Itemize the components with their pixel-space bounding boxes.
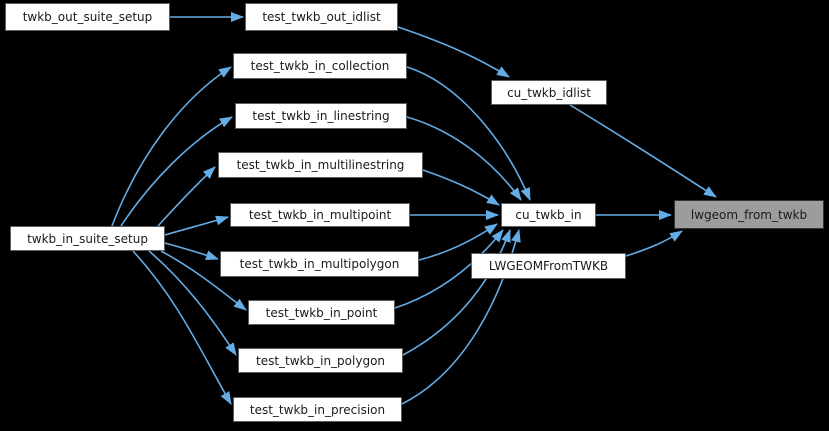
- edge-twkb_in_suite_setup-test_twkb_in_precision: [132, 250, 232, 405]
- node-test_twkb_in_precision[interactable]: test_twkb_in_precision: [233, 397, 402, 422]
- node-test_twkb_in_linestring[interactable]: test_twkb_in_linestring: [235, 103, 407, 129]
- edge-test_twkb_in_point-cu_twkb_in: [394, 229, 504, 309]
- node-test_twkb_out_idlist[interactable]: test_twkb_out_idlist: [245, 3, 398, 31]
- node-test_twkb_in_collection[interactable]: test_twkb_in_collection: [233, 53, 407, 79]
- edge-test_twkb_in_multilinestring-cu_twkb_in: [422, 169, 500, 206]
- edge-cu_twkb_idlist-lwgeom_from_twkb: [569, 104, 717, 198]
- edge-test_twkb_in_multipolygon-cu_twkb_in: [418, 223, 498, 261]
- edge-test_twkb_in_collection-cu_twkb_in: [406, 66, 531, 201]
- node-twkb_in_suite_setup[interactable]: twkb_in_suite_setup: [10, 226, 165, 251]
- edge-twkb_in_suite_setup-test_twkb_in_linestring: [120, 116, 233, 227]
- edge-twkb_in_suite_setup-test_twkb_in_multipolygon: [164, 242, 219, 260]
- node-twkb_out_suite_setup[interactable]: twkb_out_suite_setup: [5, 3, 170, 31]
- node-lwgeom_from_twkb[interactable]: lwgeom_from_twkb: [674, 200, 824, 229]
- node-cu_twkb_idlist[interactable]: cu_twkb_idlist: [491, 80, 607, 105]
- node-test_twkb_in_multipoint[interactable]: test_twkb_in_multipoint: [230, 203, 410, 227]
- edge-test_twkb_in_polygon-cu_twkb_in: [402, 229, 511, 356]
- edge-twkb_in_suite_setup-test_twkb_in_multipoint: [164, 215, 229, 236]
- edge-twkb_in_suite_setup-test_twkb_in_multilinestring: [157, 166, 216, 227]
- node-LWGEOMFromTWKB[interactable]: LWGEOMFromTWKB: [471, 253, 626, 279]
- node-cu_twkb_in[interactable]: cu_twkb_in: [501, 203, 596, 227]
- node-test_twkb_in_polygon[interactable]: test_twkb_in_polygon: [238, 348, 403, 373]
- edge-test_twkb_in_linestring-cu_twkb_in: [406, 116, 522, 201]
- node-test_twkb_in_point[interactable]: test_twkb_in_point: [248, 300, 395, 325]
- node-test_twkb_in_multilinestring[interactable]: test_twkb_in_multilinestring: [218, 152, 423, 178]
- edge-LWGEOMFromTWKB-lwgeom_from_twkb: [625, 230, 683, 257]
- edge-twkb_in_suite_setup-test_twkb_in_point: [160, 250, 247, 311]
- node-test_twkb_in_multipolygon[interactable]: test_twkb_in_multipolygon: [220, 251, 419, 277]
- edge-twkb_in_suite_setup-test_twkb_in_collection: [111, 66, 232, 227]
- edge-test_twkb_out_idlist-cu_twkb_idlist: [397, 26, 510, 78]
- edge-twkb_in_suite_setup-test_twkb_in_polygon: [148, 250, 237, 356]
